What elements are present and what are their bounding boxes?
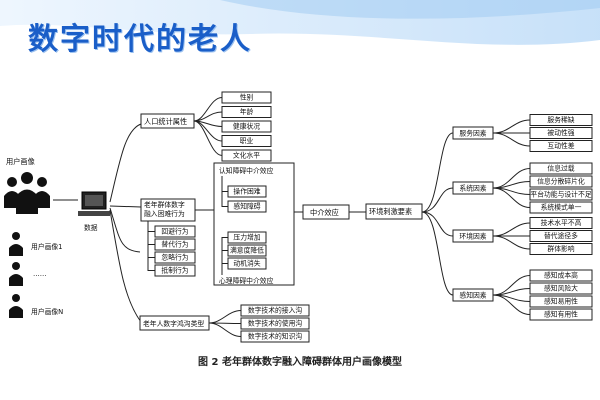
edge-gap-item — [208, 310, 242, 324]
edge-data-behavior — [109, 205, 142, 208]
factor-item: 服务稀缺 — [547, 115, 574, 124]
psych-item: 满意度降低 — [230, 246, 264, 255]
behavior-item: 回避行为 — [161, 227, 188, 236]
factor-node: 系统因素 — [459, 184, 486, 193]
edge-behavior-item — [147, 221, 155, 245]
edge-behavior-item — [147, 221, 155, 232]
factor-item: 平台功能与设计不足 — [530, 190, 591, 199]
demographic-label: 人口统计属性 — [144, 117, 187, 126]
edge-psych-item — [221, 250, 228, 275]
behavior-item: 抵制行为 — [161, 266, 188, 275]
user-portrait-n-label: 用户画像N — [31, 307, 63, 316]
user-group-icon — [4, 172, 50, 214]
factor-item: 技术水平不高 — [541, 218, 582, 227]
gap-item: 数字技术的使用沟 — [248, 319, 303, 328]
demographic-item: 职业 — [240, 136, 254, 145]
edge-factor-item — [492, 119, 531, 134]
factor-item: 系统模式单一 — [541, 203, 582, 212]
edge-cognitive-item — [221, 176, 228, 192]
factor-node: 环境因素 — [459, 232, 486, 241]
user-icon — [9, 232, 23, 256]
slide-title: 数字时代的老人 — [28, 22, 252, 57]
edge-cognitive-item — [221, 176, 228, 207]
barrier-behavior-label-1: 老年群体数字 — [144, 200, 185, 209]
ellipsis-label: …… — [33, 270, 47, 278]
user-portrait-label: 用户画像 — [6, 157, 35, 166]
cognitive-header: 认知障碍中介效应 — [219, 166, 274, 175]
factor-item: 被动性强 — [547, 128, 574, 137]
barrier-behavior-label-2: 融入困难行为 — [144, 209, 185, 218]
gap-item: 数字技术的知识沟 — [248, 332, 303, 341]
edge-behavior-item — [147, 221, 155, 271]
edge-env-factor — [421, 211, 454, 237]
factor-item: 信息分散碎片化 — [537, 177, 585, 186]
psych-item: 压力增加 — [233, 233, 260, 242]
edge-factor-item — [492, 132, 531, 147]
data-label: 数据 — [84, 223, 98, 232]
factor-item: 替代途径多 — [544, 231, 578, 240]
mediation-group-frame — [213, 162, 295, 286]
factor-item: 信息过载 — [547, 164, 574, 173]
factor-node: 感知因素 — [459, 291, 486, 300]
factor-item: 感知风险大 — [544, 284, 578, 293]
gap-item: 数字技术的接入沟 — [248, 306, 303, 315]
behavior-item: 替代行为 — [161, 240, 188, 249]
factor-node: 服务因素 — [459, 129, 486, 138]
demographic-item: 文化水平 — [233, 151, 260, 160]
factor-item: 互动性差 — [547, 141, 574, 150]
user-portrait-1-label: 用户画像1 — [31, 242, 63, 251]
edge-gap-item — [208, 322, 242, 337]
factor-item: 感知成本高 — [544, 271, 578, 280]
edge-factor-item — [492, 187, 531, 208]
factor-item: 群体影响 — [547, 244, 574, 253]
demographic-item: 健康状况 — [233, 122, 260, 131]
edge-data-demographic — [109, 123, 142, 203]
edge-demographic-item — [193, 120, 223, 156]
psych-footer: 心理障碍中介效应 — [219, 276, 274, 285]
edge-env-factor — [421, 211, 454, 296]
edge-demographic-item — [193, 97, 223, 122]
edge-factor-item — [492, 235, 531, 250]
computer-icon — [78, 191, 110, 216]
behavior-item: 忽略行为 — [161, 253, 188, 262]
gap-type-label: 老年人数字鸿沟类型 — [143, 319, 204, 328]
mediating-label: 中介效应 — [310, 208, 339, 217]
user-icon — [9, 294, 23, 318]
edge-env-factor — [421, 132, 454, 213]
factor-item: 感知易用性 — [544, 297, 578, 306]
demographic-item: 性别 — [240, 93, 254, 102]
cognitive-item: 操作困难 — [233, 187, 260, 196]
demographic-item: 年龄 — [240, 107, 254, 116]
edge-data-behavior-2 — [109, 207, 141, 253]
edge-psych-item — [221, 237, 228, 275]
environment-label: 环境刺激要素 — [369, 207, 412, 216]
factor-item: 感知有用性 — [544, 310, 578, 319]
user-icon — [9, 262, 23, 286]
edge-env-factor — [421, 187, 454, 213]
edge-data-gap — [109, 209, 142, 323]
edge-behavior-item — [147, 221, 155, 258]
edge-psych-item — [221, 263, 228, 275]
cognitive-item: 感知障碍 — [233, 202, 260, 211]
edge-factor-item — [492, 294, 531, 315]
figure-caption: 图 2 老年群体数字融入障碍群体用户画像模型 — [198, 357, 402, 368]
psych-item: 动机消失 — [233, 259, 260, 268]
edge-factor-item — [492, 222, 531, 237]
